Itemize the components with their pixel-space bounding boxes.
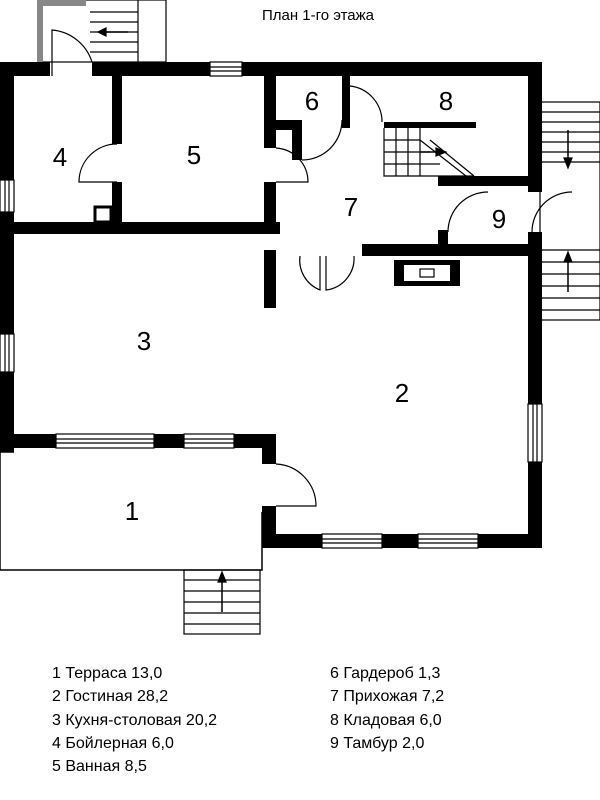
- room-number-6: 6: [305, 86, 319, 116]
- floor-plan: План 1-го этажа: [0, 0, 600, 635]
- room-number-3: 3: [137, 326, 151, 356]
- room-number-8: 8: [439, 86, 453, 116]
- room-number-2: 2: [395, 378, 409, 408]
- legend-item-6: 6 Гардероб 1,3: [330, 665, 441, 682]
- legend-item-9: 9 Тамбур 2,0: [330, 734, 425, 752]
- legend-item-7: 7 Прихожая 7,2: [330, 688, 445, 706]
- legend-right-column: 6 Гардероб 1,3 7 Прихожая 7,2 8 Кладовая…: [330, 662, 444, 755]
- doors: [51, 29, 573, 507]
- inner-stair: [383, 128, 475, 177]
- right-entrance-stair: [539, 101, 600, 321]
- walls: [0, 62, 542, 548]
- boiler-symbol: [93, 205, 113, 224]
- plan-title: План 1-го этажа: [262, 7, 375, 24]
- legend-item-3: 3 Кухня-столовая 20,2: [52, 711, 218, 729]
- legend-left-column: 1 Терраса 13,0 2 Гостиная 28,2 3 Кухня-с…: [52, 662, 217, 778]
- room-number-7: 7: [344, 192, 358, 222]
- fireplace-symbol: [394, 260, 460, 286]
- room-number-9: 9: [492, 204, 506, 234]
- legend-item-8: 8 Кладовая 6,0: [330, 711, 442, 729]
- legend-item-2: 2 Гостиная 28,2: [52, 688, 169, 706]
- legend-item-1: 1 Терраса 13,0: [52, 665, 163, 682]
- windows: [0, 61, 543, 549]
- terrace-stair: [183, 569, 261, 635]
- room-number-5: 5: [187, 140, 201, 170]
- room-number-4: 4: [53, 142, 67, 172]
- room-number-1: 1: [125, 496, 139, 526]
- legend-item-4: 4 Бойлерная 6,0: [52, 734, 174, 752]
- legend-item-5: 5 Ванная 8,5: [52, 758, 147, 776]
